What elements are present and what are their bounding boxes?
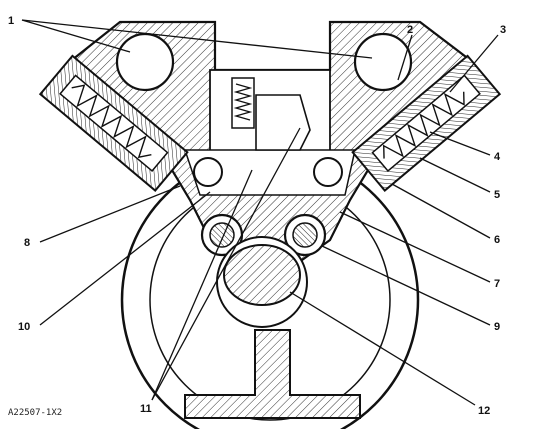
callout-5: 5 xyxy=(494,189,500,201)
callout-1: 1 xyxy=(8,15,14,27)
figure-id: A22507-1X2 xyxy=(8,408,62,418)
callout-labels: 1 2 3 4 5 6 7 8 9 10 11 12 xyxy=(8,15,506,417)
upper-bores xyxy=(115,32,413,92)
callout-2: 2 xyxy=(407,24,413,36)
callout-10: 10 xyxy=(18,321,30,333)
callout-6: 6 xyxy=(494,234,500,246)
leader-lines xyxy=(21,19,499,406)
right-pump-barrel xyxy=(351,54,502,192)
callout-3: 3 xyxy=(500,24,506,36)
callout-4: 4 xyxy=(494,151,501,163)
callout-9: 9 xyxy=(494,321,500,333)
callout-11: 11 xyxy=(140,403,152,415)
check-balls xyxy=(193,157,343,187)
base-pedestal xyxy=(184,329,361,419)
callout-8: 8 xyxy=(24,237,30,249)
callout-7: 7 xyxy=(494,278,500,290)
center-spring xyxy=(231,77,311,151)
camshaft xyxy=(216,236,308,328)
left-pump-barrel xyxy=(38,54,189,192)
callout-12: 12 xyxy=(478,405,490,417)
rollers xyxy=(200,213,327,257)
